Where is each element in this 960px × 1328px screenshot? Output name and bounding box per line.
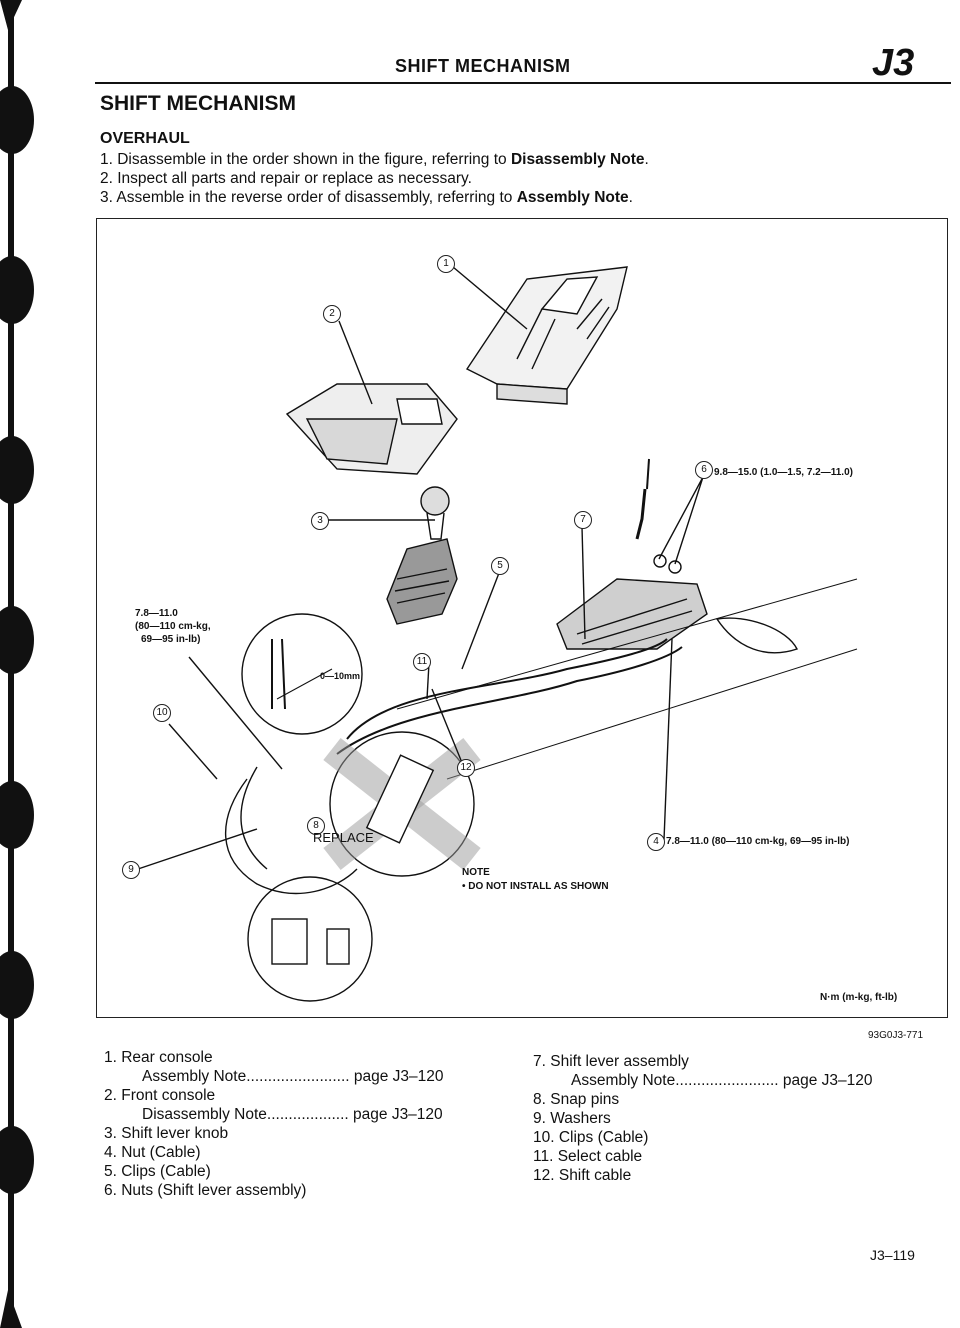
figure-code: 93G0J3-771 bbox=[868, 1030, 924, 1041]
legend-item: 1. Rear console bbox=[104, 1049, 213, 1066]
page-binding-edge bbox=[0, 0, 34, 1328]
legend-item: 12. Shift cable bbox=[533, 1167, 632, 1184]
parts-legend-left: 1. Rear console Assembly Note...........… bbox=[104, 1048, 444, 1200]
note-title: NOTE bbox=[462, 867, 490, 878]
legend-item: 5. Clips (Cable) bbox=[104, 1163, 211, 1180]
legend-item: 8. Snap pins bbox=[533, 1091, 620, 1108]
callout-1: 1 bbox=[437, 255, 455, 273]
legend-item: 3. Shift lever knob bbox=[104, 1125, 229, 1142]
callout-12: 12 bbox=[457, 759, 475, 777]
callout-7: 7 bbox=[574, 511, 592, 529]
section-subtitle: OVERHAUL bbox=[100, 130, 190, 147]
torque-spec-clips-line2: (80—110 cm-kg, bbox=[135, 621, 211, 632]
legend-item: 2. Front console bbox=[104, 1087, 216, 1104]
header-rule bbox=[95, 82, 951, 84]
note-text: • DO NOT INSTALL AS SHOWN bbox=[462, 881, 609, 892]
legend-item: Assembly Note........................ pa… bbox=[571, 1072, 873, 1089]
gap-spec: 0—10mm bbox=[320, 671, 361, 681]
legend-item: 9. Washers bbox=[533, 1110, 611, 1127]
callout-4: 4 bbox=[647, 833, 665, 851]
legend-item: 10. Clips (Cable) bbox=[533, 1129, 649, 1146]
exploded-view-figure: 1 2 3 4 5 6 7 8 9 10 11 12 9.8—15.0 (1.0… bbox=[96, 218, 948, 1018]
step-2: 2. Inspect all parts and repair or repla… bbox=[100, 170, 472, 187]
legend-item: 11. Select cable bbox=[533, 1148, 643, 1165]
callout-2: 2 bbox=[323, 305, 341, 323]
replace-label: REPLACE bbox=[313, 830, 374, 845]
section-title: SHIFT MECHANISM bbox=[100, 92, 296, 115]
parts-legend-right: 7. Shift lever assembly Assembly Note...… bbox=[533, 1052, 873, 1185]
torque-spec-clips-line1: 7.8—11.0 bbox=[135, 608, 178, 619]
procedure-steps: 1. Disassemble in the order shown in the… bbox=[100, 150, 940, 207]
legend-item: Assembly Note........................ pa… bbox=[142, 1068, 444, 1085]
legend-item: 6. Nuts (Shift lever assembly) bbox=[104, 1182, 307, 1199]
torque-spec-shift-lever-nuts: 9.8—15.0 (1.0—1.5, 7.2—11.0) bbox=[714, 467, 853, 478]
callout-10: 10 bbox=[153, 704, 171, 722]
torque-units: N·m (m-kg, ft-lb) bbox=[820, 992, 898, 1003]
legend-item: Disassembly Note................... page… bbox=[142, 1106, 443, 1123]
step-3: 3. Assemble in the reverse order of disa… bbox=[100, 189, 633, 206]
page-number: J3–119 bbox=[870, 1247, 915, 1263]
callout-8: 8 bbox=[307, 817, 325, 835]
header-title: SHIFT MECHANISM bbox=[395, 56, 571, 76]
legend-item: 4. Nut (Cable) bbox=[104, 1144, 201, 1161]
callout-5: 5 bbox=[491, 557, 509, 575]
callout-9: 9 bbox=[122, 861, 140, 879]
torque-spec-clips-line3: 69—95 in-lb) bbox=[141, 634, 201, 645]
callout-6: 6 bbox=[695, 461, 713, 479]
callout-3: 3 bbox=[311, 512, 329, 530]
callout-11: 11 bbox=[413, 653, 431, 671]
header-section-code: J3 bbox=[872, 42, 915, 84]
step-1: 1. Disassemble in the order shown in the… bbox=[100, 151, 649, 168]
shift-mechanism-illustration bbox=[137, 266, 858, 1002]
legend-item: 7. Shift lever assembly bbox=[533, 1053, 689, 1070]
torque-spec-cable-nut: 7.8—11.0 (80—110 cm-kg, 69—95 in-lb) bbox=[666, 836, 850, 847]
